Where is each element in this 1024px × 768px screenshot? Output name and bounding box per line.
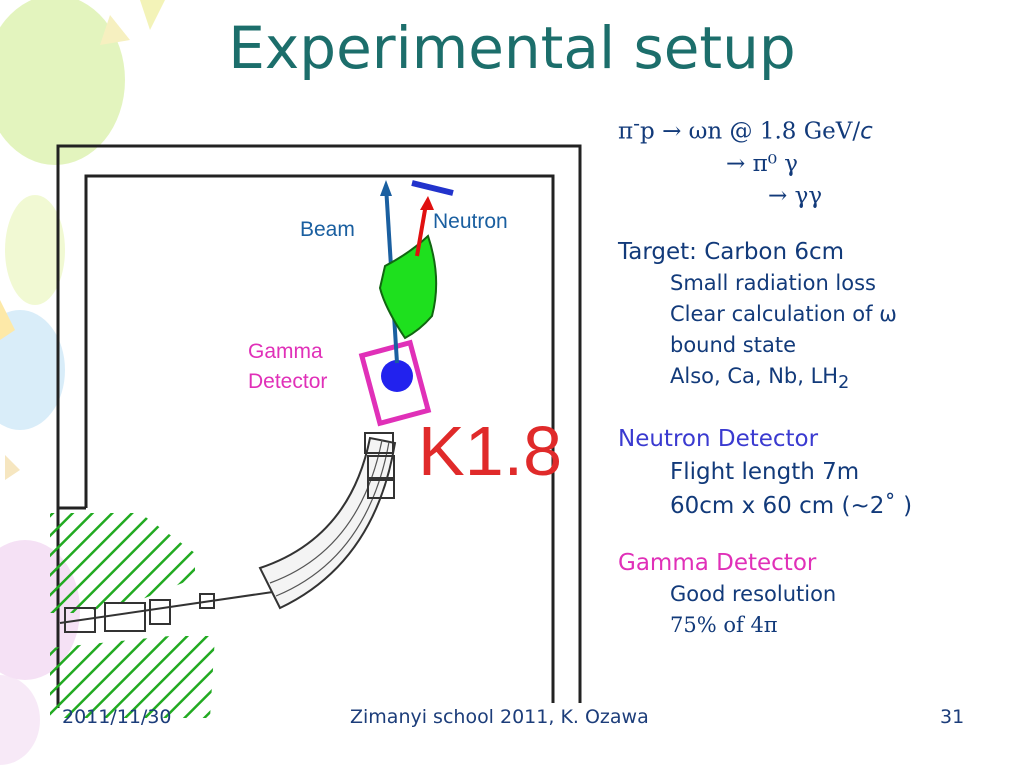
gamma-item: Good resolution bbox=[670, 581, 837, 606]
decay-line-2: → γγ bbox=[768, 182, 823, 209]
shielding-upper bbox=[50, 513, 195, 613]
neutron-detector-heading: Neutron Detector bbox=[618, 425, 819, 452]
shielding-lower bbox=[50, 636, 215, 718]
hall-wall bbox=[56, 144, 582, 708]
target-heading: Target: Carbon 6cm bbox=[618, 238, 845, 265]
target-circle bbox=[381, 360, 413, 392]
neutron-item: Flight length 7m bbox=[670, 458, 860, 485]
beamline-elements bbox=[64, 593, 215, 633]
neutron-label: Neutron bbox=[433, 210, 508, 233]
gamma-detector-heading: Gamma Detector bbox=[618, 549, 817, 576]
decay-line-1: → π⁰ γ bbox=[726, 150, 798, 177]
footer-date: 2011/11/30 bbox=[62, 706, 172, 728]
area-label-k18: K1.8 bbox=[418, 412, 562, 490]
neutron-detector-bar bbox=[411, 180, 454, 196]
beam-label: Beam bbox=[300, 218, 355, 241]
target-item: Clear calculation of ω bbox=[670, 301, 897, 326]
gamma-detector-box bbox=[358, 339, 432, 427]
slide-number: 31 bbox=[940, 706, 965, 728]
target-also: Also, Ca, Nb, LH2 bbox=[670, 363, 850, 393]
footer-center: Zimanyi school 2011, K. Ozawa bbox=[350, 706, 649, 728]
reaction-line: π-p → ωn @ 1.8 GeV/c bbox=[618, 112, 873, 145]
bending-magnet bbox=[258, 436, 397, 610]
target-item: Small radiation loss bbox=[670, 270, 877, 295]
gamma-label-line1: Gamma bbox=[248, 340, 323, 363]
experiment-diagram: K1.8 Beam Neutron Gamma Detector bbox=[50, 144, 582, 718]
gamma-label-line2: Detector bbox=[248, 370, 327, 393]
neutron-item: 60cm x 60 cm (~2˚ ) bbox=[670, 492, 913, 519]
target-item: bound state bbox=[670, 332, 796, 357]
content-panel: π-p → ωn @ 1.8 GeV/c → π⁰ γ → γγ Target:… bbox=[618, 108, 1018, 641]
gamma-item: 75% of 4π bbox=[670, 612, 778, 637]
slide-title: Experimental setup bbox=[228, 14, 796, 82]
